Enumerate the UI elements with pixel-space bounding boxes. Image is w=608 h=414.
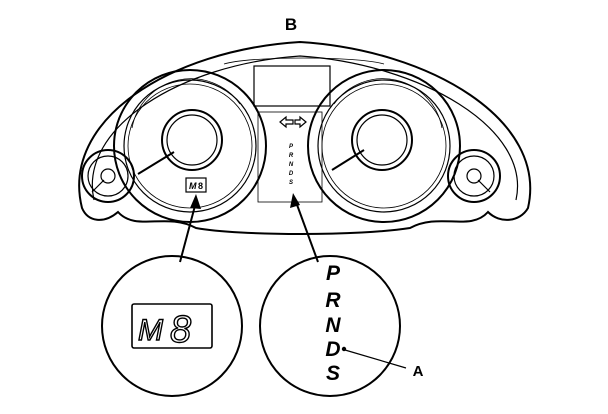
shift-indicator-detail: P R N D S: [259, 255, 407, 397]
small-shift-p: P: [289, 144, 294, 150]
cluster-housing: [78, 40, 532, 235]
left-small-gauge: [81, 149, 135, 203]
shift-position-n: N: [325, 314, 341, 337]
right-needle: [331, 149, 365, 171]
shift-position-d: D: [325, 338, 340, 361]
shift-position-p: P: [326, 262, 341, 285]
small-gear-mode: M: [189, 181, 197, 191]
gear-digit: 8: [170, 309, 191, 351]
small-gear-digit: 8: [198, 181, 203, 191]
small-shift-r: R: [289, 153, 294, 159]
right-tachometer: [307, 69, 461, 223]
center-upper-display: [253, 65, 331, 107]
right-small-gauge: [447, 149, 501, 203]
right-arrow-icon: [294, 115, 307, 129]
leader-line-a: [344, 349, 407, 369]
left-arrow-icon: [279, 115, 294, 129]
leader-arrow-left: [179, 194, 201, 263]
shift-position-s: S: [326, 362, 340, 385]
leader-arrow-right: [290, 193, 319, 263]
center-lower-display: [257, 111, 323, 203]
left-speedometer: [113, 69, 267, 223]
gear-mode-letter: M: [138, 314, 163, 347]
small-shift-n: N: [289, 162, 294, 168]
cluster-shift-indicator: P R N D S: [289, 144, 294, 186]
cluster-gear-display: M 8: [185, 177, 207, 193]
shift-position-r: R: [325, 289, 341, 312]
small-shift-s: S: [289, 180, 293, 186]
small-shift-d: D: [289, 171, 294, 177]
left-needle: [137, 151, 175, 175]
gear-display-detail: M 8: [101, 255, 243, 397]
label-b: B: [285, 15, 297, 34]
label-a: A: [413, 363, 424, 380]
